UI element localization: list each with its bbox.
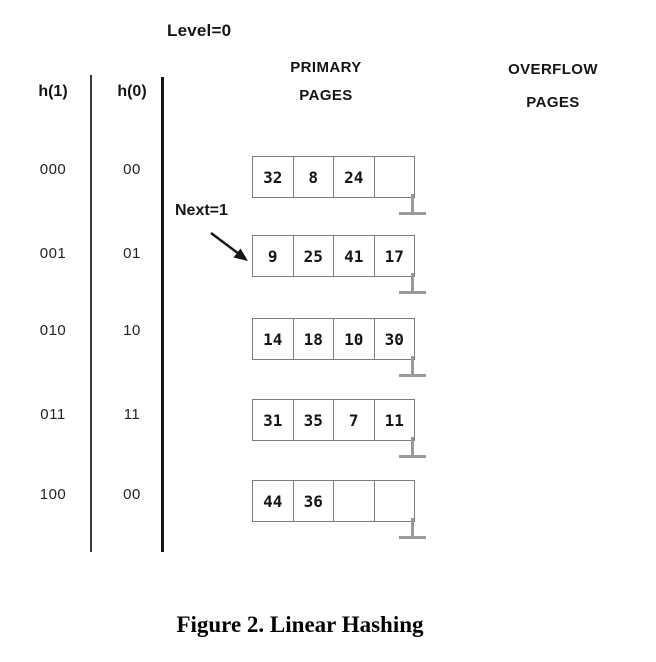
- bucket-0: 32 8 24: [252, 156, 426, 215]
- h0-value-row-0: 00: [123, 161, 141, 178]
- column-divider-thick: [161, 77, 164, 552]
- column-header-h1: h(1): [38, 83, 68, 100]
- overflow-pointer-line-4: [411, 518, 414, 536]
- overflow-pages-header-line2: PAGES: [526, 94, 580, 111]
- h1-value-row-2: 010: [39, 322, 67, 339]
- h1-value-row-1: 001: [39, 245, 67, 262]
- bucket-2-slot-0: 14: [263, 329, 283, 349]
- bucket-1-slot-0: 9: [267, 246, 278, 266]
- bucket-0-slot-2: 24: [333, 157, 374, 197]
- bucket-2-slot-2: 10: [333, 319, 374, 359]
- figure-caption: Figure 2. Linear Hashing: [176, 612, 424, 637]
- primary-pages-header-line1: PRIMARY: [290, 59, 362, 76]
- bucket-1: 9 25 41 17: [252, 235, 426, 294]
- h1-value-row-0: 000: [39, 161, 67, 178]
- next-pointer-label: Next=1: [175, 202, 228, 219]
- level-label: Level=0: [167, 21, 232, 40]
- next-arrow-icon: [210, 232, 248, 261]
- bucket-3-slot-0: 31: [263, 410, 283, 430]
- overflow-pointer-line-3: [411, 437, 414, 455]
- bucket-1-slot-3: 17: [373, 236, 415, 276]
- h0-value-row-2: 10: [123, 322, 141, 339]
- bucket-4-slot-1: 36: [292, 481, 334, 521]
- bucket-3-slot-2: 7: [333, 400, 374, 440]
- column-header-h0: h(0): [117, 83, 147, 100]
- bucket-1-slot-1: 25: [292, 236, 334, 276]
- bucket-4-slot-2: [333, 481, 374, 521]
- h1-value-row-4: 100: [39, 486, 67, 503]
- null-ground-icon-4: [399, 536, 426, 539]
- overflow-pages-header-line1: OVERFLOW: [508, 61, 598, 78]
- overflow-pointer-line-0: [411, 194, 414, 212]
- bucket-1-slot-2: 41: [333, 236, 374, 276]
- h0-value-row-4: 00: [123, 486, 141, 503]
- column-divider-thin: [90, 75, 92, 552]
- null-ground-icon-1: [399, 291, 426, 294]
- primary-pages-header-line2: PAGES: [299, 87, 353, 104]
- bucket-4: 44 36: [252, 480, 426, 539]
- h1-value-row-3: 011: [40, 406, 66, 423]
- bucket-3: 31 35 7 11: [252, 399, 426, 458]
- bucket-4-slot-0: 44: [263, 491, 283, 511]
- bucket-4-slot-3: [373, 481, 415, 521]
- bucket-2-slot-1: 18: [292, 319, 334, 359]
- bucket-0-slot-0: 32: [263, 167, 283, 187]
- bucket-2: 14 18 10 30: [252, 318, 426, 377]
- overflow-pointer-line-1: [411, 273, 414, 291]
- h0-value-row-3: 11: [123, 406, 141, 423]
- null-ground-icon-0: [399, 212, 426, 215]
- bucket-0-slot-3: [373, 157, 415, 197]
- bucket-2-slot-3: 30: [373, 319, 415, 359]
- null-ground-icon-2: [399, 374, 426, 377]
- bucket-3-slot-3: 11: [373, 400, 415, 440]
- h0-value-row-1: 01: [123, 245, 141, 262]
- overflow-pointer-line-2: [411, 356, 414, 374]
- bucket-0-slot-1: 8: [292, 157, 334, 197]
- bucket-3-slot-1: 35: [292, 400, 334, 440]
- null-ground-icon-3: [399, 455, 426, 458]
